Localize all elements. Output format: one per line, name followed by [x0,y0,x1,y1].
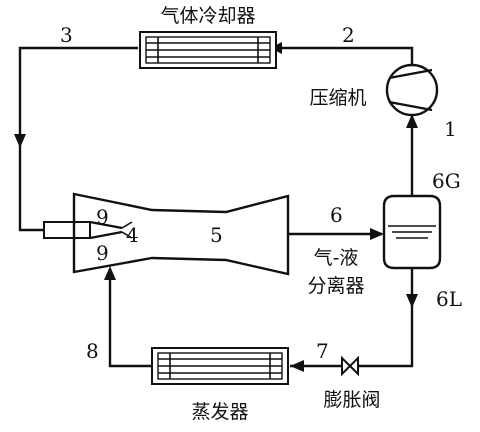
point-8-label: 8 [86,339,99,363]
evaporator [151,347,289,385]
pipe-2 [278,46,414,64]
point-9-lower-label: 9 [96,241,109,265]
compressor-label: 压缩机 [309,87,366,109]
point-2-label: 2 [342,23,355,47]
arrow-1 [406,114,418,128]
point-4-label: 4 [126,223,139,247]
gas-liquid-separator [382,194,442,270]
point-6-label: 6 [330,203,343,227]
arrow-6L [406,294,418,308]
separator-label-line2: 分离器 [307,275,364,297]
arrow-3 [14,134,26,148]
evaporator-label: 蒸发器 [191,401,248,423]
compressor-symbol [385,63,439,117]
ejector-body [72,192,290,276]
point-5-label: 5 [210,223,223,247]
expansion-valve-symbol [341,355,359,377]
point-6L-label: 6L [436,287,462,311]
arrow-7 [290,360,304,372]
pipe-8 [108,270,152,368]
point-3-label: 3 [60,23,73,47]
point-1-label: 1 [444,117,457,141]
arrow-8 [104,266,116,280]
arrow-6 [370,228,384,240]
gas-cooler-label: 气体冷却器 [160,5,255,27]
expansion-valve-label: 膨胀阀 [323,389,380,411]
ejector [43,192,290,276]
point-7-label: 7 [316,339,329,363]
gas-cooler [139,31,277,69]
point-9-upper-label: 9 [96,205,109,229]
pipe-6L [358,268,414,368]
separator-label-line1: 气-液 [314,247,359,269]
point-6G-label: 6G [432,169,461,193]
